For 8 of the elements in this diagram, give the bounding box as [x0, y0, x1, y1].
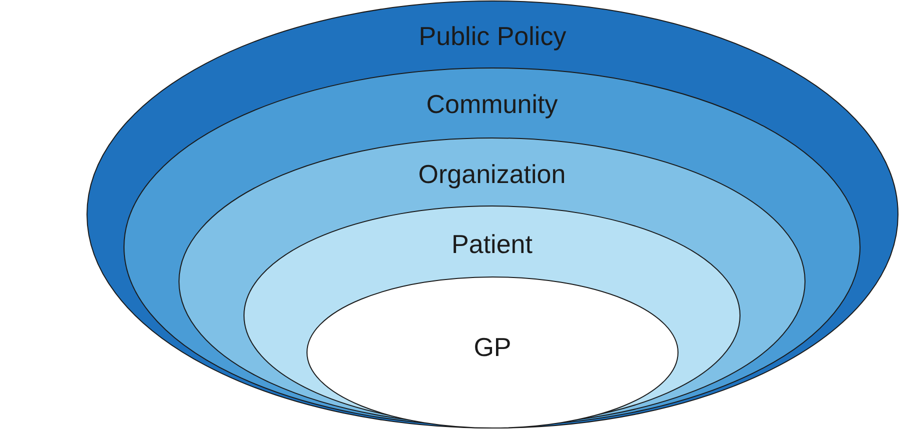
ellipse-layer — [307, 277, 678, 428]
layer-label: Community — [426, 89, 558, 119]
layer-label: Organization — [418, 159, 566, 189]
layer-label: Patient — [452, 229, 532, 259]
layer-label: Public Policy — [418, 21, 566, 51]
layer-label: GP — [474, 332, 512, 362]
ellipse-layer — [124, 68, 860, 426]
ellipse-layer — [87, 1, 898, 428]
